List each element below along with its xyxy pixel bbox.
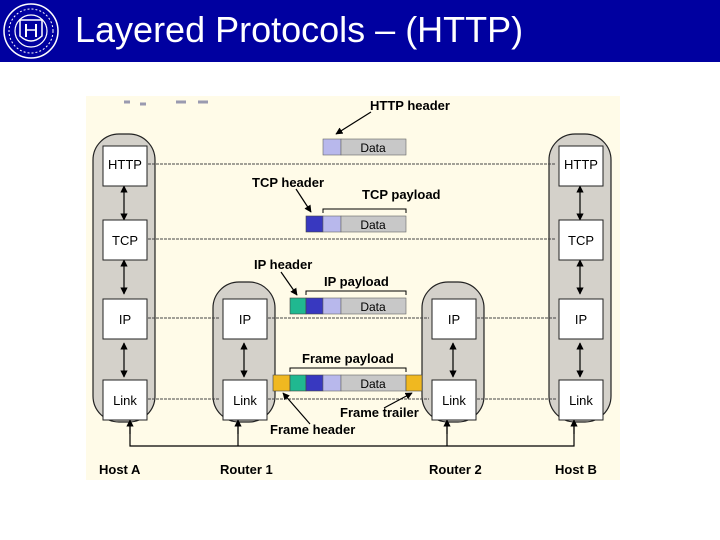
http-packet: Data <box>322 138 407 156</box>
callout-arrows <box>280 111 413 425</box>
tcp-packet: Data <box>305 215 407 233</box>
router-2-link-label: Link <box>442 393 466 408</box>
host-b-link-label: Link <box>569 393 593 408</box>
protocol-diagram: HTTP TCP IP Link IP Link IP Link HTTP TC… <box>86 96 620 480</box>
payload-brackets <box>289 208 407 372</box>
peer-lines <box>148 163 556 400</box>
layer-arrows <box>120 185 584 378</box>
router-2-ip-label: IP <box>448 312 460 327</box>
tcp-header-label: TCP header <box>252 175 324 190</box>
frame-data-label: Data <box>360 377 386 391</box>
router-1-label: Router 1 <box>220 462 273 477</box>
http-header-label: HTTP header <box>370 98 450 113</box>
host-b-tcp-label: TCP <box>568 233 594 248</box>
frame-header-label: Frame header <box>270 422 355 437</box>
slide-title: Layered Protocols – (HTTP) <box>75 9 524 50</box>
ip-packet: Data <box>289 297 407 315</box>
link-frame: Data <box>272 374 423 392</box>
frame-payload-label: Frame payload <box>302 351 394 366</box>
ip-data-label: Data <box>360 300 386 314</box>
title-bar: Layered Protocols – (HTTP) <box>0 0 720 62</box>
router-1-ip-label: IP <box>239 312 251 327</box>
university-seal-icon <box>0 0 66 62</box>
layer-boxes <box>102 145 604 421</box>
host-a-label: Host A <box>99 462 141 477</box>
host-a-link-label: Link <box>113 393 137 408</box>
host-a-http-label: HTTP <box>108 157 142 172</box>
tcp-data-label: Data <box>360 218 386 232</box>
host-b-ip-label: IP <box>575 312 587 327</box>
ip-payload-label: IP payload <box>324 274 389 289</box>
http-data-label: Data <box>360 141 386 155</box>
diagram-background <box>86 96 620 480</box>
router-2-label: Router 2 <box>429 462 482 477</box>
host-b-http-label: HTTP <box>564 157 598 172</box>
router-1-link-label: Link <box>233 393 257 408</box>
host-b-label: Host B <box>555 462 597 477</box>
frame-trailer-label: Frame trailer <box>340 405 419 420</box>
ip-header-label: IP header <box>254 257 312 272</box>
host-a-tcp-label: TCP <box>112 233 138 248</box>
host-a-ip-label: IP <box>119 312 131 327</box>
cut-off-heading-fragment <box>124 100 208 106</box>
link-arrows <box>126 419 578 434</box>
tcp-payload-label: TCP payload <box>362 187 441 202</box>
